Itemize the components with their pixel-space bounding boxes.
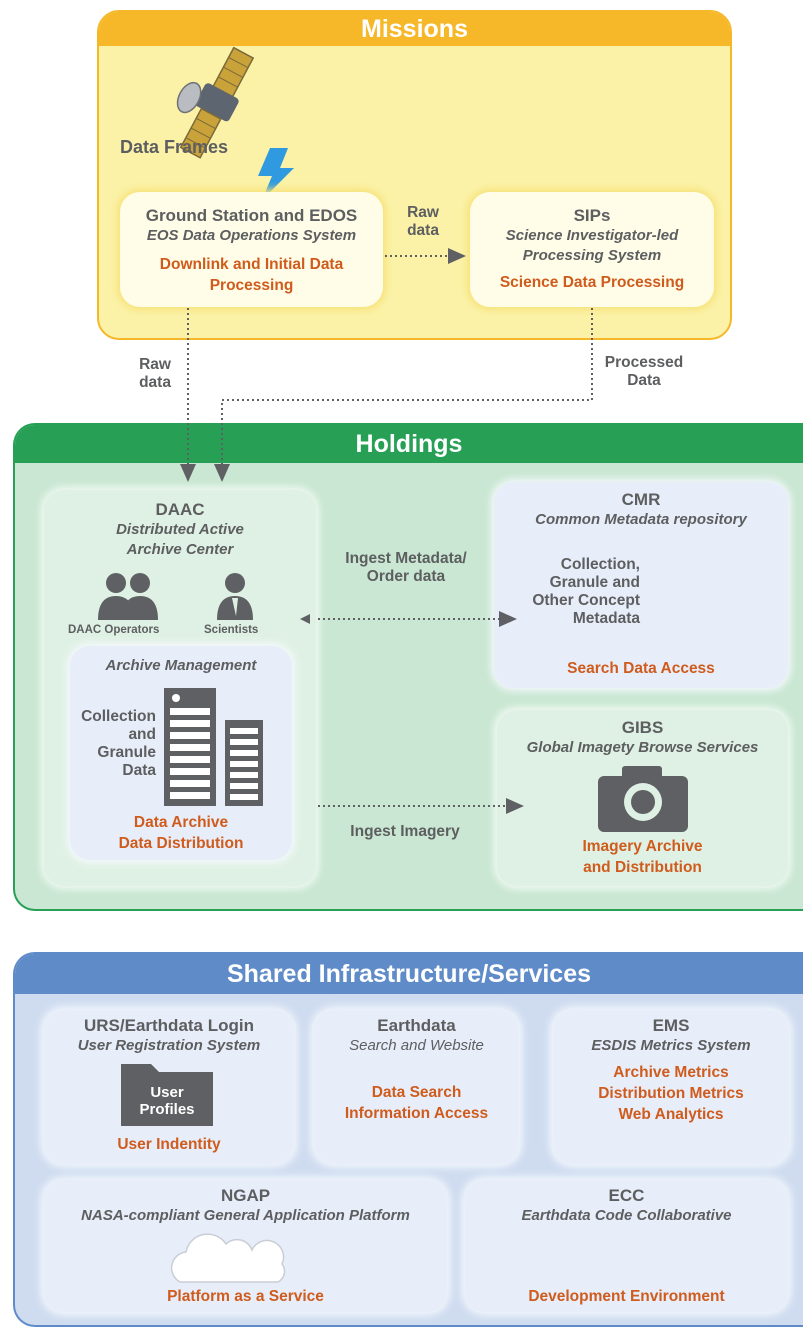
shared-header: Shared Infrastructure/Services xyxy=(15,954,803,994)
ecc-title: ECC xyxy=(608,1186,645,1205)
archive-function: Data Archive Data Distribution xyxy=(70,812,292,854)
holdings-header: Holdings xyxy=(15,425,803,463)
gibs-function-1: Imagery Archive xyxy=(582,838,703,855)
cmr-content-1: Collection, xyxy=(560,556,640,573)
sips-subtitle-2: Processing System xyxy=(522,247,662,264)
cmr-function: Search Data Access xyxy=(567,660,715,677)
ingest-imagery-label: Ingest Imagery xyxy=(350,823,460,840)
raw-data-top-1: Raw xyxy=(407,204,439,221)
archive-content-label: Collection and Granule Data xyxy=(72,708,156,780)
ems-function-2: Distribution Metrics xyxy=(598,1085,744,1102)
ems-subtitle: ESDIS Metrics System xyxy=(591,1037,751,1054)
sips-title: SIPs xyxy=(573,206,611,225)
gibs-function: Imagery Archive and Distribution xyxy=(497,836,788,878)
urs-title: URS/Earthdata Login xyxy=(83,1016,254,1035)
ecc-function: Development Environment xyxy=(528,1288,725,1305)
ground-station-title: Ground Station and EDOS xyxy=(145,206,358,225)
earthdata-subtitle: Search and Website xyxy=(349,1037,484,1054)
ngap-title: NGAP xyxy=(220,1186,271,1205)
gibs-subtitle: Global Imagety Browse Services xyxy=(526,739,759,756)
daac-subtitle-2: Archive Center xyxy=(126,541,234,558)
archive-content-4: Data xyxy=(122,762,156,779)
user-profiles-label: User Profiles xyxy=(139,1084,195,1118)
archive-function-1: Data Archive xyxy=(133,814,229,831)
daac-operators-label: DAAC Operators xyxy=(68,624,160,636)
archive-content-1: Collection xyxy=(81,708,156,725)
cmr-content-2: Granule and xyxy=(549,574,640,591)
ngap-card: NGAP NASA-compliant General Application … xyxy=(44,1180,447,1312)
ems-title: EMS xyxy=(652,1016,690,1035)
raw-data-top-2: data xyxy=(407,222,439,239)
daac-title: DAAC xyxy=(155,500,205,519)
raw-data-flow-label: Raw data xyxy=(139,356,171,391)
archive-content-2: and xyxy=(128,726,156,743)
earthdata-title: Earthdata xyxy=(377,1016,456,1035)
earthdata-function-1: Data Search xyxy=(371,1084,462,1101)
data-frames-label: Data Frames xyxy=(120,137,229,157)
scientists-label: Scientists xyxy=(204,624,259,636)
archive-function-2: Data Distribution xyxy=(118,835,244,852)
ems-card: EMS ESDIS Metrics System Archive Metrics… xyxy=(553,1010,789,1164)
ecc-subtitle: Earthdata Code Collaborative xyxy=(521,1207,732,1224)
sips-function: Science Data Processing xyxy=(499,274,685,291)
cmr-content-4: Metadata xyxy=(572,610,640,627)
urs-subtitle: User Registration System xyxy=(77,1037,261,1054)
daac-subtitle-1: Distributed Active xyxy=(116,521,244,538)
gibs-function-2: and Distribution xyxy=(583,859,702,876)
ngap-subtitle: NASA-compliant General Application Platf… xyxy=(81,1207,410,1224)
earthdata-function-2: Information Access xyxy=(344,1105,489,1122)
cmr-subtitle: Common Metadata repository xyxy=(535,511,747,528)
ground-station-function-2: Processing xyxy=(209,277,294,294)
ingest-metadata-label: Ingest Metadata/ Order data xyxy=(345,550,467,585)
ems-function-1: Archive Metrics xyxy=(613,1064,729,1081)
processed-data-flow-label: Processed Data xyxy=(604,354,684,389)
sips-card: SIPs Science Investigator-led Processing… xyxy=(470,192,714,307)
cmr-content-3: Other Concept xyxy=(532,592,640,609)
raw-data-label-top: Raw data xyxy=(398,204,448,240)
sips-subtitle-1: Science Investigator-led xyxy=(505,227,679,244)
archive-title: Archive Management xyxy=(105,657,257,674)
gibs-title: GIBS xyxy=(621,718,664,737)
ground-station-card: Ground Station and EDOS EOS Data Operati… xyxy=(120,192,383,307)
ngap-function: Platform as a Service xyxy=(167,1288,324,1305)
cmr-content-label: Collection, Granule and Other Concept Me… xyxy=(500,556,640,628)
earthdata-card: Earthdata Search and Website Data Search… xyxy=(314,1010,519,1164)
archive-content-3: Granule xyxy=(97,744,156,761)
ground-station-function-1: Downlink and Initial Data xyxy=(159,256,344,273)
ems-function-3: Web Analytics xyxy=(618,1106,724,1123)
cmr-card: CMR Common Metadata repository xyxy=(494,482,788,688)
ground-station-subtitle: EOS Data Operations System xyxy=(146,227,357,244)
cmr-title: CMR xyxy=(621,490,661,509)
urs-function: User Indentity xyxy=(117,1136,221,1153)
missions-header: Missions xyxy=(99,12,730,46)
ecc-card: ECC Earthdata Code Collaborative xyxy=(465,1180,788,1312)
